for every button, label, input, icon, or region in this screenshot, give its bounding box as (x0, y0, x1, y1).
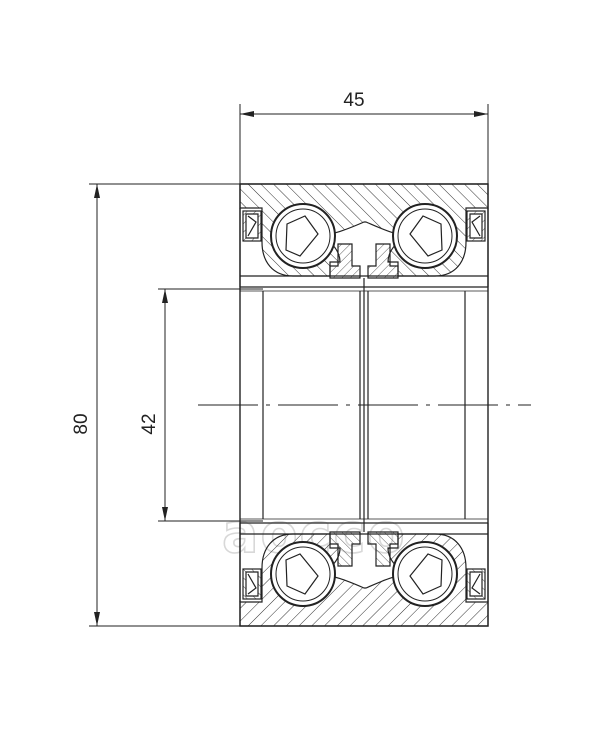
bearing-body (198, 183, 531, 627)
dimension-outer-diameter (89, 183, 240, 627)
width-label: 45 (343, 90, 364, 111)
inner-ring-top-right (367, 243, 399, 279)
dimension-inner-diameter (158, 288, 263, 522)
inner-ring-top (329, 243, 361, 279)
outer-diameter-label: 80 (71, 413, 92, 434)
bearing-outline (239, 183, 489, 627)
inner-diameter-label: 42 (139, 413, 160, 434)
dimension-width (239, 104, 489, 186)
